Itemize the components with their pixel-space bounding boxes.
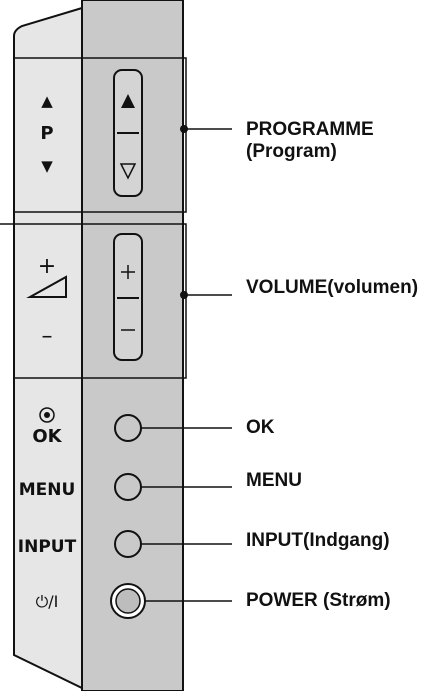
programme-down-symbol: ▼ <box>41 157 53 175</box>
input-button <box>114 530 142 558</box>
input-label: INPUT <box>17 537 77 557</box>
programme-p-label: P <box>40 123 54 144</box>
programme-callout: PROGRAMME (Program) <box>246 119 374 163</box>
power-button <box>115 588 141 614</box>
ok-button <box>114 414 142 442</box>
volume-minus-label: – <box>41 324 53 349</box>
programme-down-arrow-icon <box>119 163 137 180</box>
programme-callout-line2: (Program) <box>246 141 337 162</box>
programme-up-symbol: ▲ <box>41 92 53 110</box>
ok-target-icon <box>39 407 55 423</box>
programme-rocker-button[interactable] <box>113 69 143 197</box>
ok-label: OK <box>32 426 62 447</box>
volume-wedge-icon <box>26 275 67 298</box>
ok-callout: OK <box>246 417 275 438</box>
volume-rocker-button[interactable] <box>113 233 143 361</box>
menu-label: MENU <box>18 480 76 500</box>
programme-callout-line1: PROGRAMME <box>246 119 374 140</box>
volume-group-box <box>13 223 187 379</box>
menu-button <box>114 473 142 501</box>
programme-group-box <box>13 57 187 213</box>
left-bevel-face <box>13 6 83 690</box>
input-callout: INPUT(Indgang) <box>246 530 390 551</box>
programme-up-arrow-icon <box>121 94 135 108</box>
menu-callout: MENU <box>246 470 302 491</box>
power-callout: POWER (Strøm) <box>246 590 391 611</box>
volume-plus-label: + <box>37 254 57 279</box>
volume-callout: VOLUME(volumen) <box>246 277 419 298</box>
power-symbol-label: ⏻/I <box>35 592 59 611</box>
